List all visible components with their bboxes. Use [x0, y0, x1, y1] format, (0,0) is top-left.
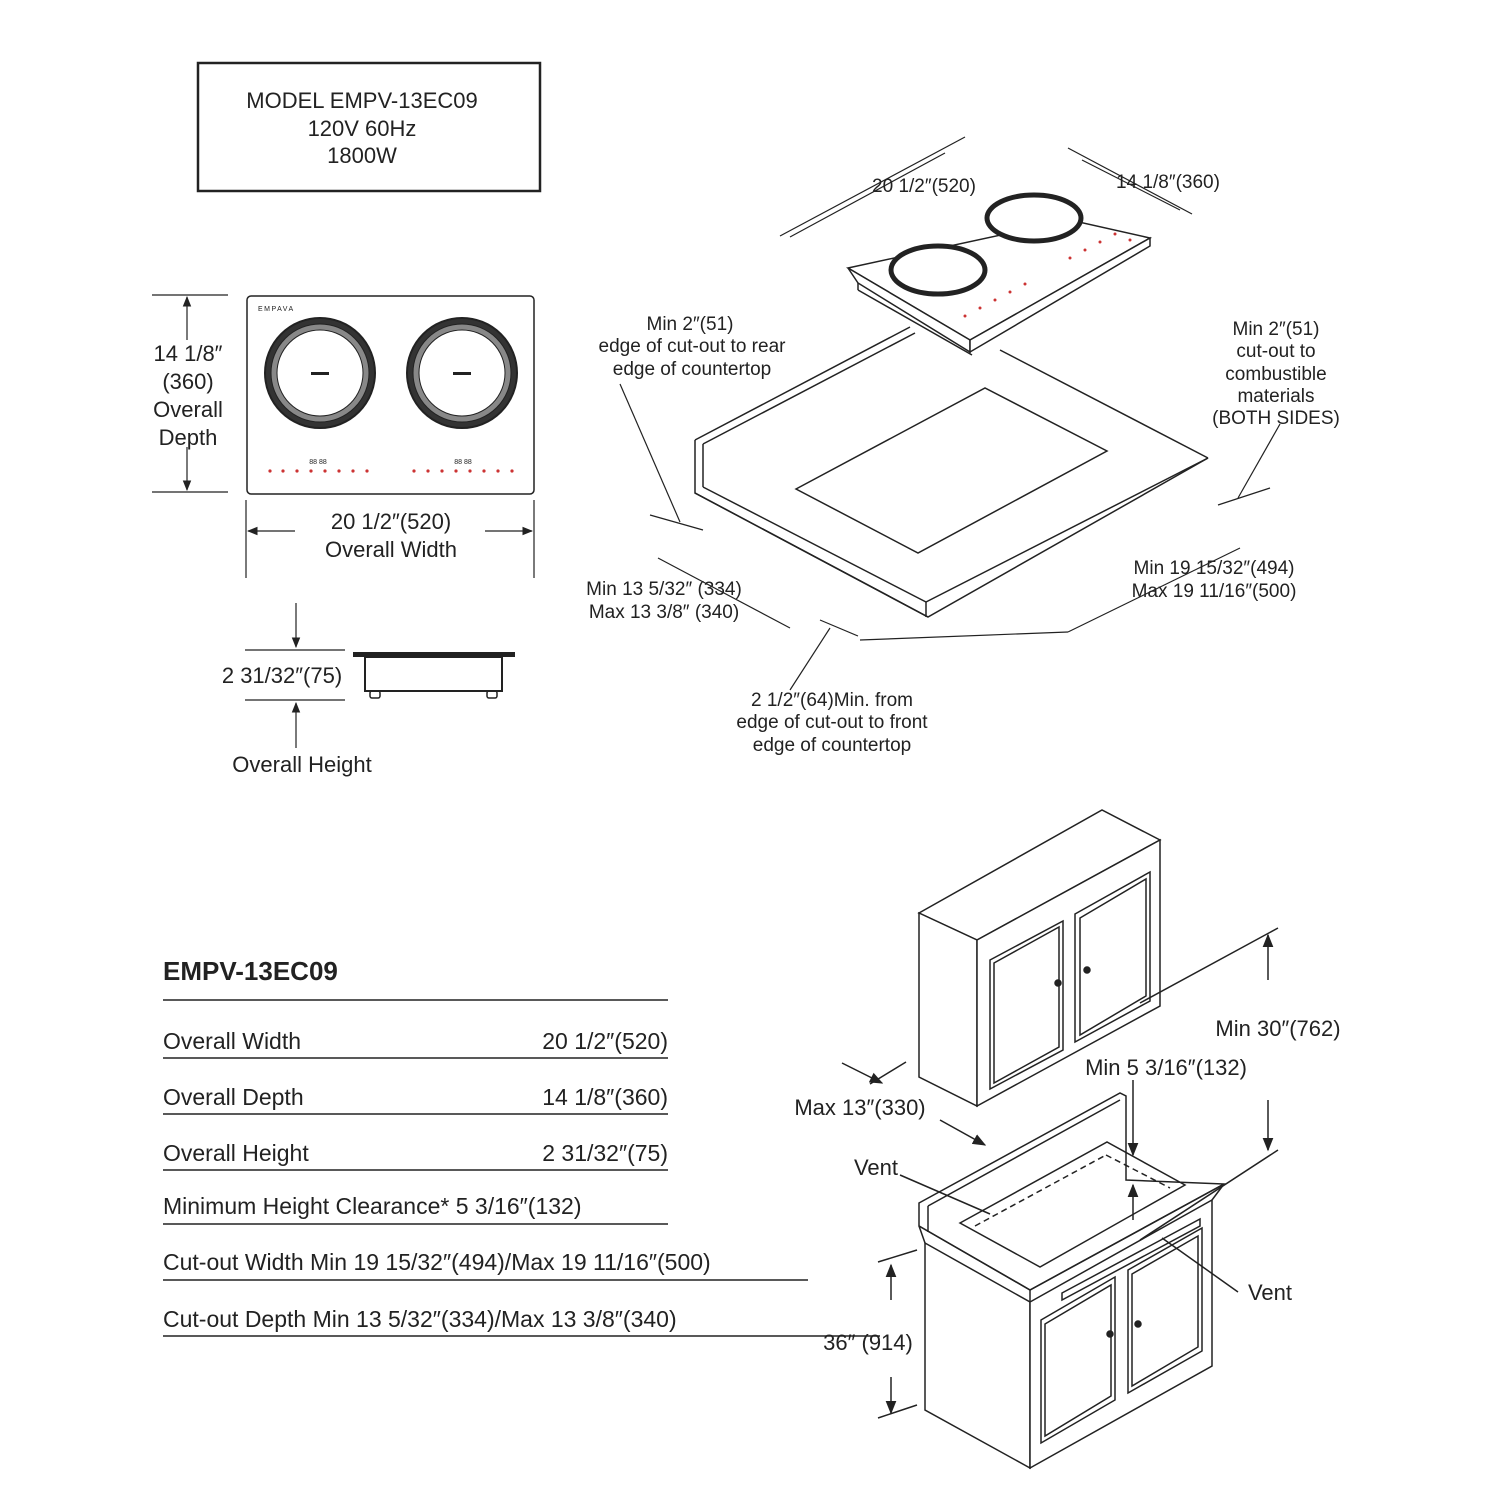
- counter-height: 36″ (914): [823, 1330, 913, 1355]
- side-clearance-3: combustible: [1225, 364, 1326, 385]
- spec-table: EMPV-13EC09 Overall Width 20 1/2″(520) O…: [163, 956, 808, 1337]
- model-voltage: 120V 60Hz: [308, 116, 417, 141]
- lower-cabinet: [918, 1092, 1227, 1470]
- side-clearance-4: materials: [1237, 386, 1314, 407]
- cabinet-clearance-view: [808, 809, 1279, 1470]
- spec-row-label: Overall Depth: [163, 1084, 304, 1110]
- width-label: Overall Width: [325, 537, 457, 562]
- cutout-width-min: Min 19 15/32″(494): [1134, 558, 1295, 579]
- cutout-installation-view: 20 1/2″(520) 14 1/8″(360) Min 2″(51) edg…: [586, 136, 1340, 756]
- side-clearance-2: cut-out to: [1236, 341, 1315, 362]
- side-clearance-1: Min 2″(51): [1233, 319, 1320, 340]
- height-label: Overall Height: [232, 752, 371, 777]
- width-value: 20 1/2″(520): [331, 509, 451, 534]
- spec-row-label: Overall Width: [163, 1028, 301, 1054]
- rear-clearance-2: edge of cut-out to rear: [599, 336, 787, 357]
- model-wattage: 1800W: [327, 143, 397, 168]
- cutout-depth-max: Max 13 3/8″ (340): [589, 602, 739, 623]
- model-label-box: MODEL EMPV-13EC09 120V 60Hz 1800W: [196, 61, 542, 193]
- spec-row-value: 2 31/32″(75): [542, 1140, 668, 1166]
- front-clearance-1: 2 1/2″(64)Min. from: [751, 690, 913, 711]
- max-depth-cabinet: Max 13″(330): [794, 1095, 925, 1120]
- cooktop-top-view: EMPAVA 88 88 88 88: [152, 294, 535, 578]
- rear-clearance-1: Min 2″(51): [647, 314, 734, 335]
- vent-label-right: Vent: [1248, 1280, 1292, 1305]
- clearance-above: Min 30″(762): [1215, 1016, 1340, 1041]
- vent-label-left: Vent: [854, 1155, 898, 1180]
- brand-logo: EMPAVA: [258, 306, 295, 313]
- spec-title: EMPV-13EC09: [163, 956, 338, 986]
- countertop-isometric: [694, 326, 1209, 618]
- clearance-hob: Min 5 3/16″(132): [1085, 1055, 1247, 1080]
- unit-width-dim: 20 1/2″(520): [872, 176, 976, 197]
- depth-label-2: Depth: [159, 425, 218, 450]
- spec-row-label: Cut-out Depth Min 13 5/32″(334)/Max 13 3…: [163, 1306, 677, 1332]
- cutout-depth-min: Min 13 5/32″ (334): [586, 579, 742, 600]
- cutout-width-max: Max 19 11/16″(500): [1132, 581, 1297, 602]
- height-value: 2 31/32″(75): [222, 663, 342, 688]
- front-clearance-2: edge of cut-out to front: [736, 712, 928, 733]
- display-right: 88 88: [454, 459, 472, 466]
- front-clearance-3: edge of countertop: [753, 735, 911, 756]
- cooktop-isometric: [845, 192, 1153, 356]
- depth-metric: (360): [162, 369, 213, 394]
- cooktop-side-view: 2 31/32″(75) Overall Height: [222, 603, 515, 777]
- upper-cabinet: [917, 809, 1162, 1108]
- spec-row-label: Minimum Height Clearance* 5 3/16″(132): [163, 1193, 582, 1219]
- display-left: 88 88: [309, 459, 327, 466]
- model-number: MODEL EMPV-13EC09: [246, 88, 478, 113]
- side-clearance-5: (BOTH SIDES): [1212, 408, 1340, 429]
- depth-value: 14 1/8″: [154, 341, 223, 366]
- control-panel-right: 88 88: [412, 459, 514, 473]
- rear-clearance-3: edge of countertop: [613, 359, 771, 380]
- burner-left: [264, 317, 376, 429]
- depth-label-1: Overall: [153, 397, 223, 422]
- spec-row-value: 20 1/2″(520): [542, 1028, 668, 1054]
- spec-row-label: Overall Height: [163, 1140, 309, 1166]
- unit-depth-dim: 14 1/8″(360): [1116, 172, 1220, 193]
- spec-row-value: 14 1/8″(360): [542, 1084, 668, 1110]
- spec-row-label: Cut-out Width Min 19 15/32″(494)/Max 19 …: [163, 1249, 711, 1275]
- burner-right: [406, 317, 518, 429]
- control-panel-left: 88 88: [268, 459, 369, 473]
